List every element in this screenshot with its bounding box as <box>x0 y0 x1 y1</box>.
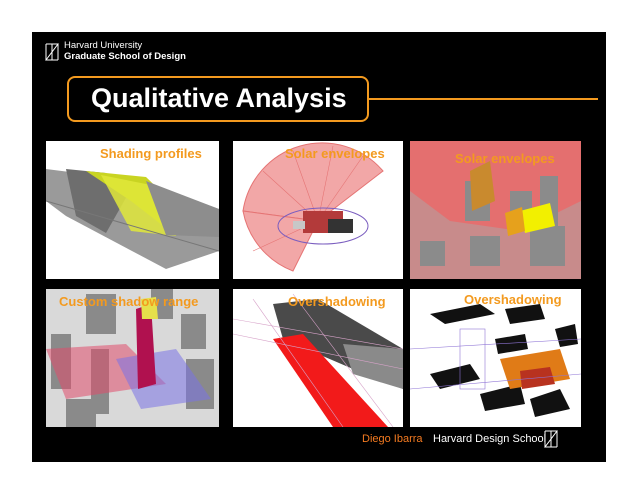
caption-overshadowing-1: Overshadowing <box>288 294 386 309</box>
panel-shading-profiles: Shading profiles <box>46 141 219 279</box>
caption-solar-envelopes-1: Solar envelopes <box>285 146 385 161</box>
footer-school-name: Harvard Design School <box>433 433 547 445</box>
gsd-footer-logo-icon <box>544 430 558 448</box>
shading-profiles-image <box>46 169 219 269</box>
gsd-logo-icon <box>45 43 59 61</box>
solar-envelope-fan-image <box>242 142 384 272</box>
panel-solar-envelopes-1: Solar envelopes <box>233 141 403 279</box>
caption-custom-shadow-range: Custom shadow range <box>59 294 199 309</box>
slide: Harvard University Graduate School of De… <box>32 32 606 462</box>
university-name: Harvard University <box>64 40 143 51</box>
title-underline <box>369 98 598 100</box>
title-box: Qualitative Analysis <box>67 76 369 122</box>
slide-title: Qualitative Analysis <box>91 83 347 113</box>
panel-custom-shadow-range: Custom shadow range <box>46 289 219 427</box>
panel-overshadowing-2: Overshadowing <box>410 289 581 427</box>
overshadowing-image-1 <box>233 293 403 427</box>
school-name: Graduate School of Design <box>64 51 186 62</box>
solar-envelope-city-image <box>410 141 581 279</box>
overshadowing-image-2 <box>410 304 581 417</box>
caption-solar-envelopes-2: Solar envelopes <box>455 151 555 166</box>
panel-overshadowing-1: Overshadowing <box>233 289 403 427</box>
caption-overshadowing-2: Overshadowing <box>464 292 562 307</box>
custom-shadow-range-image <box>46 289 219 427</box>
institution-label: Harvard University Graduate School of De… <box>64 40 186 62</box>
author-name: Diego Ibarra <box>362 433 423 445</box>
panel-solar-envelopes-2: Solar envelopes <box>410 141 581 279</box>
caption-shading-profiles: Shading profiles <box>100 146 202 161</box>
